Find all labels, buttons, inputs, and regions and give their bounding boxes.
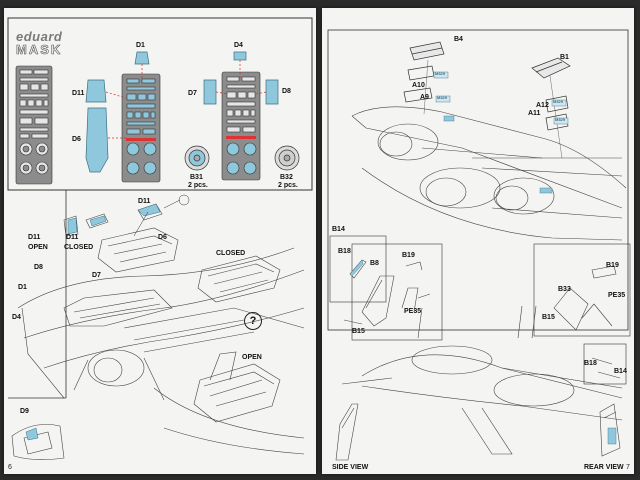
tag-m329-a10: M329 [435,71,446,76]
part-label-b33: B33 [558,286,571,293]
brand-line2: MASK [16,42,63,57]
part-label-b14: B14 [332,226,345,233]
wheel-b32 [274,145,300,171]
step2-open: OPEN [28,244,48,251]
tag-m329-a11: M329 [555,117,566,122]
question-icon: ? [244,312,262,330]
part-label-b14-right: B14 [614,368,627,375]
part-label-d8: D8 [282,88,291,95]
step2-closed: CLOSED [64,244,94,251]
part-label-b19-right: B19 [606,262,619,269]
step2-label-d4: D4 [12,314,21,321]
part-label-a12: A12 [536,102,549,109]
mask-d7 [203,79,217,105]
page-number-right: 7 [626,464,630,471]
part-label-b18-right: B18 [584,360,597,367]
part-label-b15: B15 [352,328,365,335]
mask-d8 [265,79,279,105]
part-qty-b31: 2 pcs. [188,182,208,189]
part-label-pe35-right: PE35 [608,292,626,299]
brand-line1: eduard [16,29,63,44]
part-label-a11: A11 [528,110,541,117]
part-label-d11: D11 [72,90,85,97]
mask-pieces [85,51,279,173]
side-view-caption: SIDE VIEW [332,464,369,471]
right-page-drawings [327,29,631,461]
part-label-b18: B18 [338,248,351,255]
instrument-panel-right [221,71,261,181]
tag-m329-a9: M329 [437,95,448,100]
part-label-b8: B8 [370,260,379,267]
part-label-a9: A9 [420,94,429,101]
part-label-d4: D4 [234,42,243,49]
step3-label-d9: D9 [20,408,29,415]
page-number-left: 6 [8,464,12,471]
instruction-page-right: M329 M329 M329 M329 B4 B1 A10 A9 A12 A11… [322,8,634,474]
mask-d1 [134,51,150,65]
instruction-page-left: eduard MASK D1 D4 D11 D7 D8 D6 B31 2 pcs… [4,8,316,474]
part-label-a10: A10 [412,82,425,89]
canopy-line-art [11,203,305,460]
step2-label-d6: D6 [158,234,167,241]
eduard-mask-logo: eduard MASK [16,30,90,60]
aircraft-top-view [351,106,627,241]
aircraft-side-view [335,305,623,461]
step2-label-d1: D1 [18,284,27,291]
step2-label-d8: D8 [34,264,43,271]
part-label-b4: B4 [454,36,463,43]
step2-label-d11: D11 [138,198,151,205]
part-label-b15-right: B15 [542,314,555,321]
left-page-drawings [7,17,313,460]
step2-tag-closed: D11 [66,234,79,241]
part-label-b32: B32 [280,174,293,181]
wheel-b31 [184,145,210,171]
step2-tag-open: D11 [28,234,41,241]
rear-view-caption: REAR VIEW [584,464,624,471]
mask-d11 [85,79,107,103]
part-qty-b32: 2 pcs. [278,182,298,189]
part-label-d6: D6 [72,136,81,143]
part-label-pe35: PE35 [404,308,422,315]
tag-m329-a12: M329 [553,99,564,104]
step2-closed-caption: CLOSED [216,250,246,257]
part-label-b1: B1 [560,54,569,61]
landing-gear-right [553,265,621,379]
instrument-panel-center [121,73,161,183]
mask-d6 [85,107,109,173]
step2-open-caption: OPEN [242,354,262,361]
instrument-panel-left [15,65,53,185]
part-label-b31: B31 [190,174,203,181]
step2-label-d7: D7 [92,272,101,279]
step-frame-right [327,29,629,331]
part-label-d7: D7 [188,90,197,97]
mask-d4 [233,51,247,61]
part-label-d1: D1 [136,42,145,49]
part-label-b19: B19 [402,252,415,259]
